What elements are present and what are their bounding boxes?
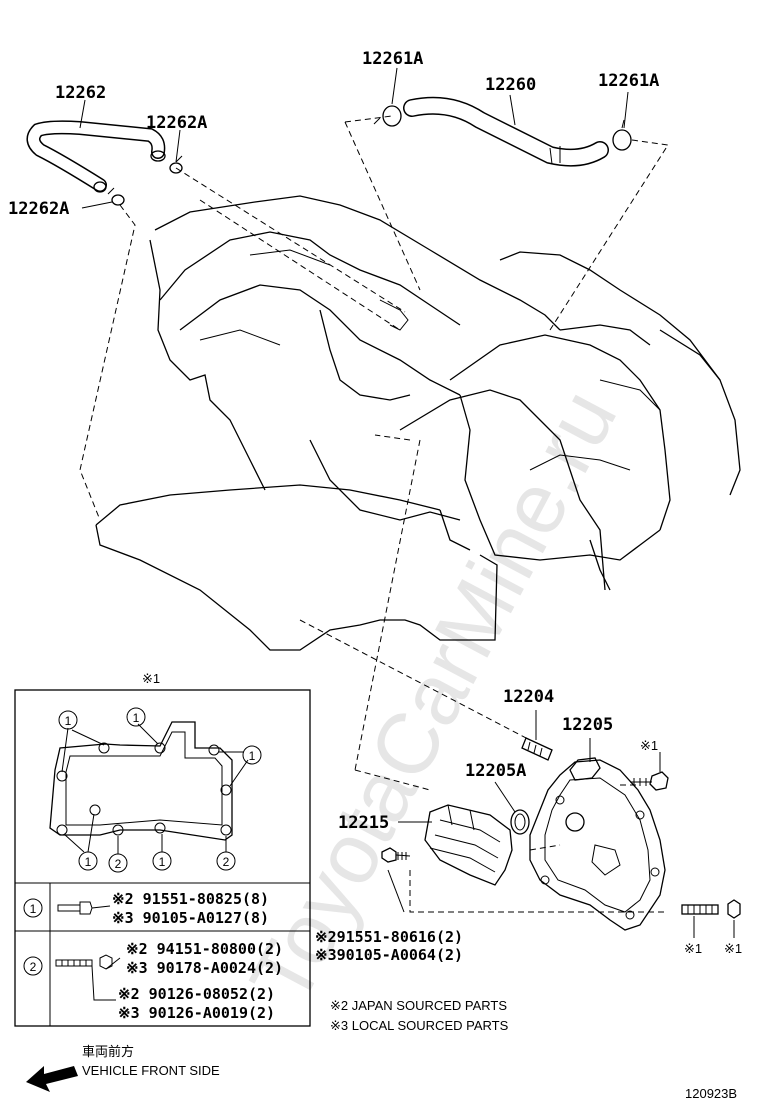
inset-circle-7: 2 [115, 857, 122, 871]
callout-12261a-left: 12261A [362, 49, 423, 69]
callout-12262a-left: 12262A [8, 199, 69, 219]
legend-1-line-1: ※2 91551-80825(8) [112, 890, 269, 908]
inset-circle-3: 1 [249, 749, 256, 763]
bolt-icon-1 [57, 901, 111, 915]
legend-2-line-4: ※3 90126-A0019(2) [118, 1004, 275, 1022]
callout-12260: 12260 [485, 75, 536, 95]
gasket-inset: ※1 1 1 1 1 1 1 2 [14, 671, 311, 1027]
legend-1-line-2: ※3 90105-A0127(8) [112, 909, 269, 927]
callout-12262a-top: 12262A [146, 113, 207, 133]
note-mark-bolt-right: ※1 [640, 738, 658, 753]
bolt-right [630, 771, 669, 791]
inset-title: ※1 [142, 671, 160, 686]
legend-key-1: 1 [30, 902, 37, 916]
callout-12205: 12205 [562, 715, 613, 735]
inset-circle-8: 1 [159, 855, 166, 869]
inset-leaders [61, 723, 249, 854]
hose-12260 [403, 96, 609, 167]
legend-2-line-3: ※2 90126-08052(2) [118, 985, 275, 1003]
legend-2-line-2: ※3 90178-A0024(2) [126, 959, 283, 977]
leader-lines [79, 67, 735, 938]
direction-jp: 車両前方 [82, 1044, 134, 1059]
guide-lines [79, 115, 669, 913]
callout-12215: 12215 [338, 813, 389, 833]
watermark: ToyotaCarMine.ru [232, 375, 635, 1019]
bolt-left [381, 847, 411, 863]
inset-circle-2: 1 [133, 711, 140, 725]
inset-circle-1: 1 [65, 714, 72, 728]
stud-icon-2 [55, 954, 121, 1001]
bolt-note-line-1: ※291551-80616(2) [315, 928, 463, 946]
note-mark-nut: ※1 [724, 941, 742, 956]
direction-en: VEHICLE FRONT SIDE [82, 1063, 220, 1078]
figure-id: 120923B [685, 1086, 737, 1101]
oil-separator-12215 [424, 804, 513, 886]
inset-circle-5: 1 [85, 855, 92, 869]
callout-12262: 12262 [55, 83, 106, 103]
clamp-12262a [107, 155, 183, 206]
front-arrow-icon [26, 1066, 78, 1092]
legend-2-line-1: ※2 94151-80800(2) [126, 940, 283, 958]
vehicle-front-direction: 車両前方 VEHICLE FRONT SIDE [26, 1044, 220, 1092]
inset-circle-9: 2 [223, 855, 230, 869]
callout-12205a: 12205A [465, 761, 526, 781]
stud [681, 904, 719, 915]
hose-12262 [26, 120, 166, 193]
source-note-japan: ※2 JAPAN SOURCED PARTS [330, 998, 507, 1013]
pcv-valve-12204 [521, 737, 553, 761]
clamp-12261a [373, 105, 632, 151]
bolt-note-line-2: ※390105-A0064(2) [315, 946, 463, 964]
callout-12204: 12204 [503, 687, 554, 707]
oil-separator-cover-12205 [529, 757, 666, 931]
legend-key-2: 2 [30, 960, 37, 974]
engine-assembly [95, 195, 741, 651]
o-ring-12205a [510, 809, 530, 835]
source-note-local: ※3 LOCAL SOURCED PARTS [330, 1018, 509, 1033]
note-mark-stud: ※1 [684, 941, 702, 956]
nut [727, 899, 741, 919]
callout-12261a-right: 12261A [598, 71, 659, 91]
